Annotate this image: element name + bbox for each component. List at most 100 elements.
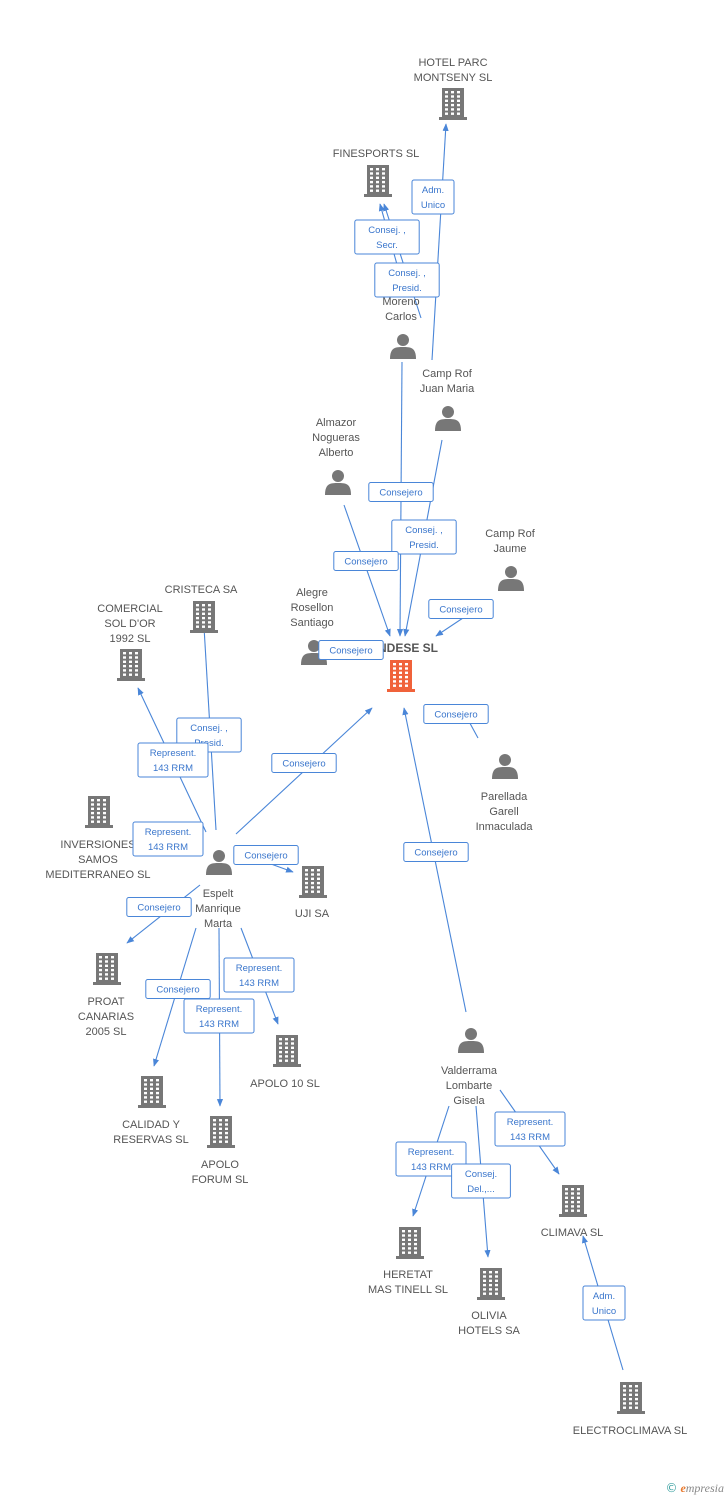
relation-label[interactable]: Consejero	[233, 845, 299, 865]
building-icon[interactable]	[559, 1185, 587, 1217]
building-icon[interactable]	[138, 1076, 166, 1108]
relation-label[interactable]: Consejero	[145, 979, 211, 999]
relation-label[interactable]: Consejero	[403, 842, 469, 862]
node-label: Garell	[489, 806, 518, 818]
relation-label[interactable]: Consejero	[368, 482, 434, 502]
node-cristeca[interactable]: CRISTECA SA	[165, 584, 238, 633]
relation-label[interactable]: Consejero	[271, 753, 337, 773]
relation-label[interactable]: Consejero	[318, 640, 384, 660]
relation-label-box[interactable]	[374, 262, 440, 298]
building-icon[interactable]	[299, 866, 327, 898]
relation-label-box[interactable]	[318, 640, 384, 660]
person-icon[interactable]	[325, 470, 351, 495]
building-icon[interactable]	[396, 1227, 424, 1259]
node-finesports[interactable]: FINESPORTS SL	[333, 148, 420, 197]
person-icon[interactable]	[498, 566, 524, 591]
node-label: Alegre	[296, 587, 328, 599]
building-icon[interactable]	[439, 88, 467, 120]
relation-label[interactable]: Consej.Del.,...	[451, 1163, 511, 1199]
relation-label[interactable]: Represent.143 RRM	[137, 742, 209, 778]
node-label: HOTEL PARC	[418, 57, 487, 69]
building-icon[interactable]	[85, 796, 113, 828]
relation-label-text: Consejero	[434, 710, 477, 721]
relation-label-box[interactable]	[391, 519, 457, 555]
relation-label-box[interactable]	[233, 845, 299, 865]
building-icon[interactable]	[617, 1382, 645, 1414]
relation-label[interactable]: Consej. ,Presid.	[391, 519, 457, 555]
person-icon[interactable]	[390, 334, 416, 359]
relation-label-box[interactable]	[271, 753, 337, 773]
relation-label[interactable]: Consejero	[333, 551, 399, 571]
relation-label[interactable]: Represent.143 RRM	[223, 957, 295, 993]
brand-watermark: ©empresia	[665, 1481, 724, 1496]
relation-label[interactable]: Consej. ,Secr.	[354, 219, 420, 255]
relation-label-text: Presid.	[409, 540, 439, 551]
relation-label-box[interactable]	[145, 979, 211, 999]
person-icon[interactable]	[458, 1028, 484, 1053]
node-apolo10[interactable]: APOLO 10 SL	[250, 1035, 320, 1090]
relation-label-box[interactable]	[451, 1163, 511, 1199]
relation-label-box[interactable]	[428, 599, 494, 619]
relation-label-box[interactable]	[137, 742, 209, 778]
building-icon[interactable]	[117, 649, 145, 681]
person-icon[interactable]	[492, 754, 518, 779]
relation-label[interactable]: Adm.Unico	[582, 1285, 626, 1321]
person-icon[interactable]	[435, 406, 461, 431]
relation-label-box[interactable]	[368, 482, 434, 502]
node-label: Valderrama	[441, 1065, 498, 1077]
relation-label[interactable]: Adm.Unico	[411, 179, 455, 215]
relation-label[interactable]: Consejero	[126, 897, 192, 917]
relation-label-box[interactable]	[333, 551, 399, 571]
relation-label[interactable]: Represent.143 RRM	[183, 998, 255, 1034]
building-icon[interactable]	[387, 660, 415, 692]
relation-label-box[interactable]	[183, 998, 255, 1034]
relation-label-box[interactable]	[582, 1285, 626, 1321]
node-label: PROAT	[87, 996, 124, 1008]
node-main[interactable]: NDESE SL	[378, 641, 438, 692]
building-icon[interactable]	[207, 1116, 235, 1148]
node-climava[interactable]: CLIMAVA SL	[541, 1185, 604, 1239]
node-label: Jaume	[493, 543, 526, 555]
building-icon[interactable]	[477, 1268, 505, 1300]
building-icon[interactable]	[364, 165, 392, 197]
relation-label[interactable]: Consejero	[423, 704, 489, 724]
relation-label-box[interactable]	[132, 821, 204, 857]
relation-label-box[interactable]	[423, 704, 489, 724]
relation-label[interactable]: Represent.143 RRM	[494, 1111, 566, 1147]
person-icon[interactable]	[206, 850, 232, 875]
relation-label[interactable]: Consej. ,Presid.	[374, 262, 440, 298]
building-icon[interactable]	[190, 601, 218, 633]
relation-label[interactable]: Represent.143 RRM	[132, 821, 204, 857]
relation-label[interactable]: Consejero	[428, 599, 494, 619]
relation-label-box[interactable]	[126, 897, 192, 917]
node-electroclimava[interactable]: ELECTROCLIMAVA SL	[573, 1382, 688, 1437]
relation-label-box[interactable]	[411, 179, 455, 215]
relation-label-box[interactable]	[395, 1141, 467, 1177]
node-uji[interactable]: UJI SA	[295, 866, 330, 920]
building-icon[interactable]	[93, 953, 121, 985]
relation-label-box[interactable]	[494, 1111, 566, 1147]
building-icon[interactable]	[273, 1035, 301, 1067]
relation-label-box[interactable]	[354, 219, 420, 255]
relation-label-text: Presid.	[194, 738, 224, 749]
relation-label-text: Represent.	[145, 827, 191, 838]
relation-label-box[interactable]	[403, 842, 469, 862]
relation-label-text: Represent.	[236, 963, 282, 974]
relation-label-box[interactable]	[223, 957, 295, 993]
relation-label[interactable]: Represent.143 RRM	[395, 1141, 467, 1177]
